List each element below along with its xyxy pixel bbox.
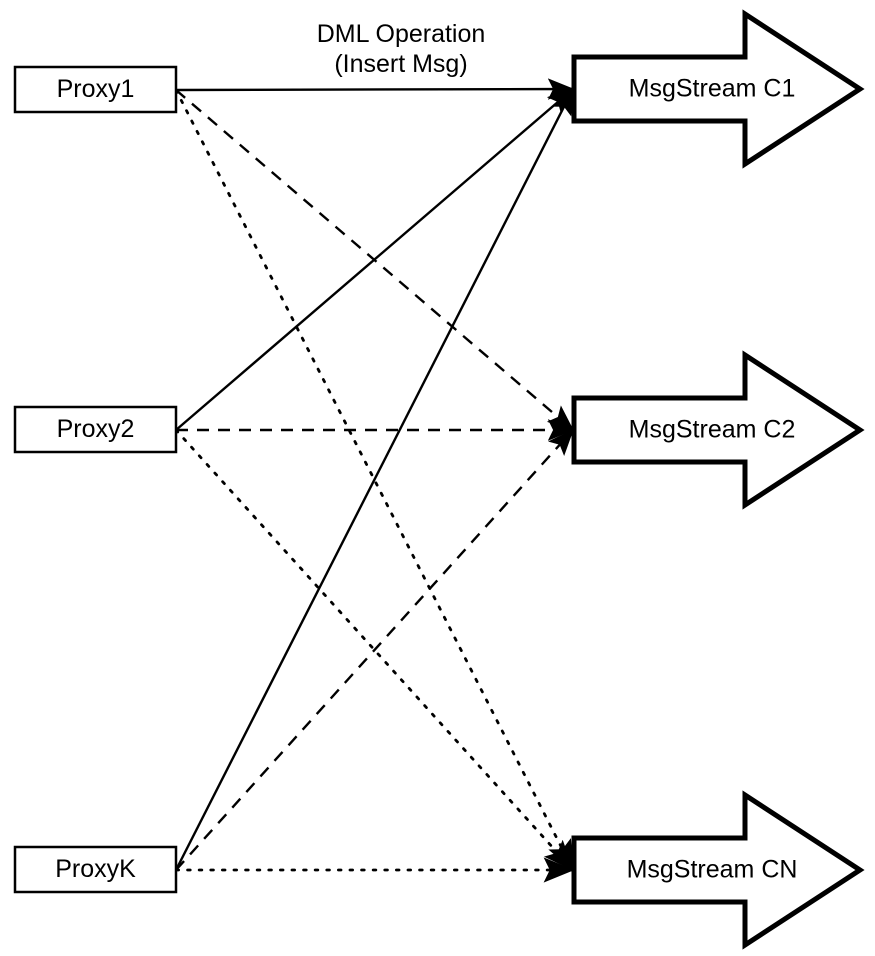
annotation-line-1: DML Operation: [317, 20, 486, 48]
source-node-proxy1[interactable]: Proxy1: [13, 65, 178, 114]
target-node-c2[interactable]: MsgStream C2: [571, 350, 865, 510]
msgstream-label: MsgStream CN: [627, 856, 798, 884]
msgstream-label: MsgStream C2: [629, 416, 796, 444]
target-node-c1[interactable]: MsgStream C1: [571, 9, 865, 169]
edge-proxy1-to-c1: [175, 78, 575, 100]
source-node-label: ProxyK: [55, 855, 136, 883]
msgstream-arrow-shape: [571, 9, 865, 169]
source-node-box: [13, 65, 178, 114]
msgstream-arrow-shape: [571, 790, 865, 950]
edge-proxyk-to-c1: [174, 87, 575, 871]
edge-proxy2-to-c1: [175, 88, 574, 431]
source-node-label: Proxy2: [57, 415, 135, 443]
annotation-line-2: (Insert Msg): [334, 50, 467, 78]
source-node-proxyk[interactable]: ProxyK: [13, 845, 178, 894]
source-node-label: Proxy1: [57, 75, 135, 103]
edges-layer: [174, 78, 575, 883]
edge-proxyk-to-c2: [175, 429, 574, 871]
msgstream-label: MsgStream C1: [629, 75, 796, 103]
dml-operation-annotation: DML Operation (Insert Msg): [317, 20, 486, 78]
msgstream-arrow-shape: [571, 350, 865, 510]
source-node-box: [13, 405, 178, 454]
target-node-cn[interactable]: MsgStream CN: [571, 790, 865, 950]
source-node-proxy2[interactable]: Proxy2: [13, 405, 178, 454]
target-nodes-layer: MsgStream C1 MsgStream C2 MsgStream CN: [571, 9, 865, 950]
source-node-box: [13, 845, 178, 894]
